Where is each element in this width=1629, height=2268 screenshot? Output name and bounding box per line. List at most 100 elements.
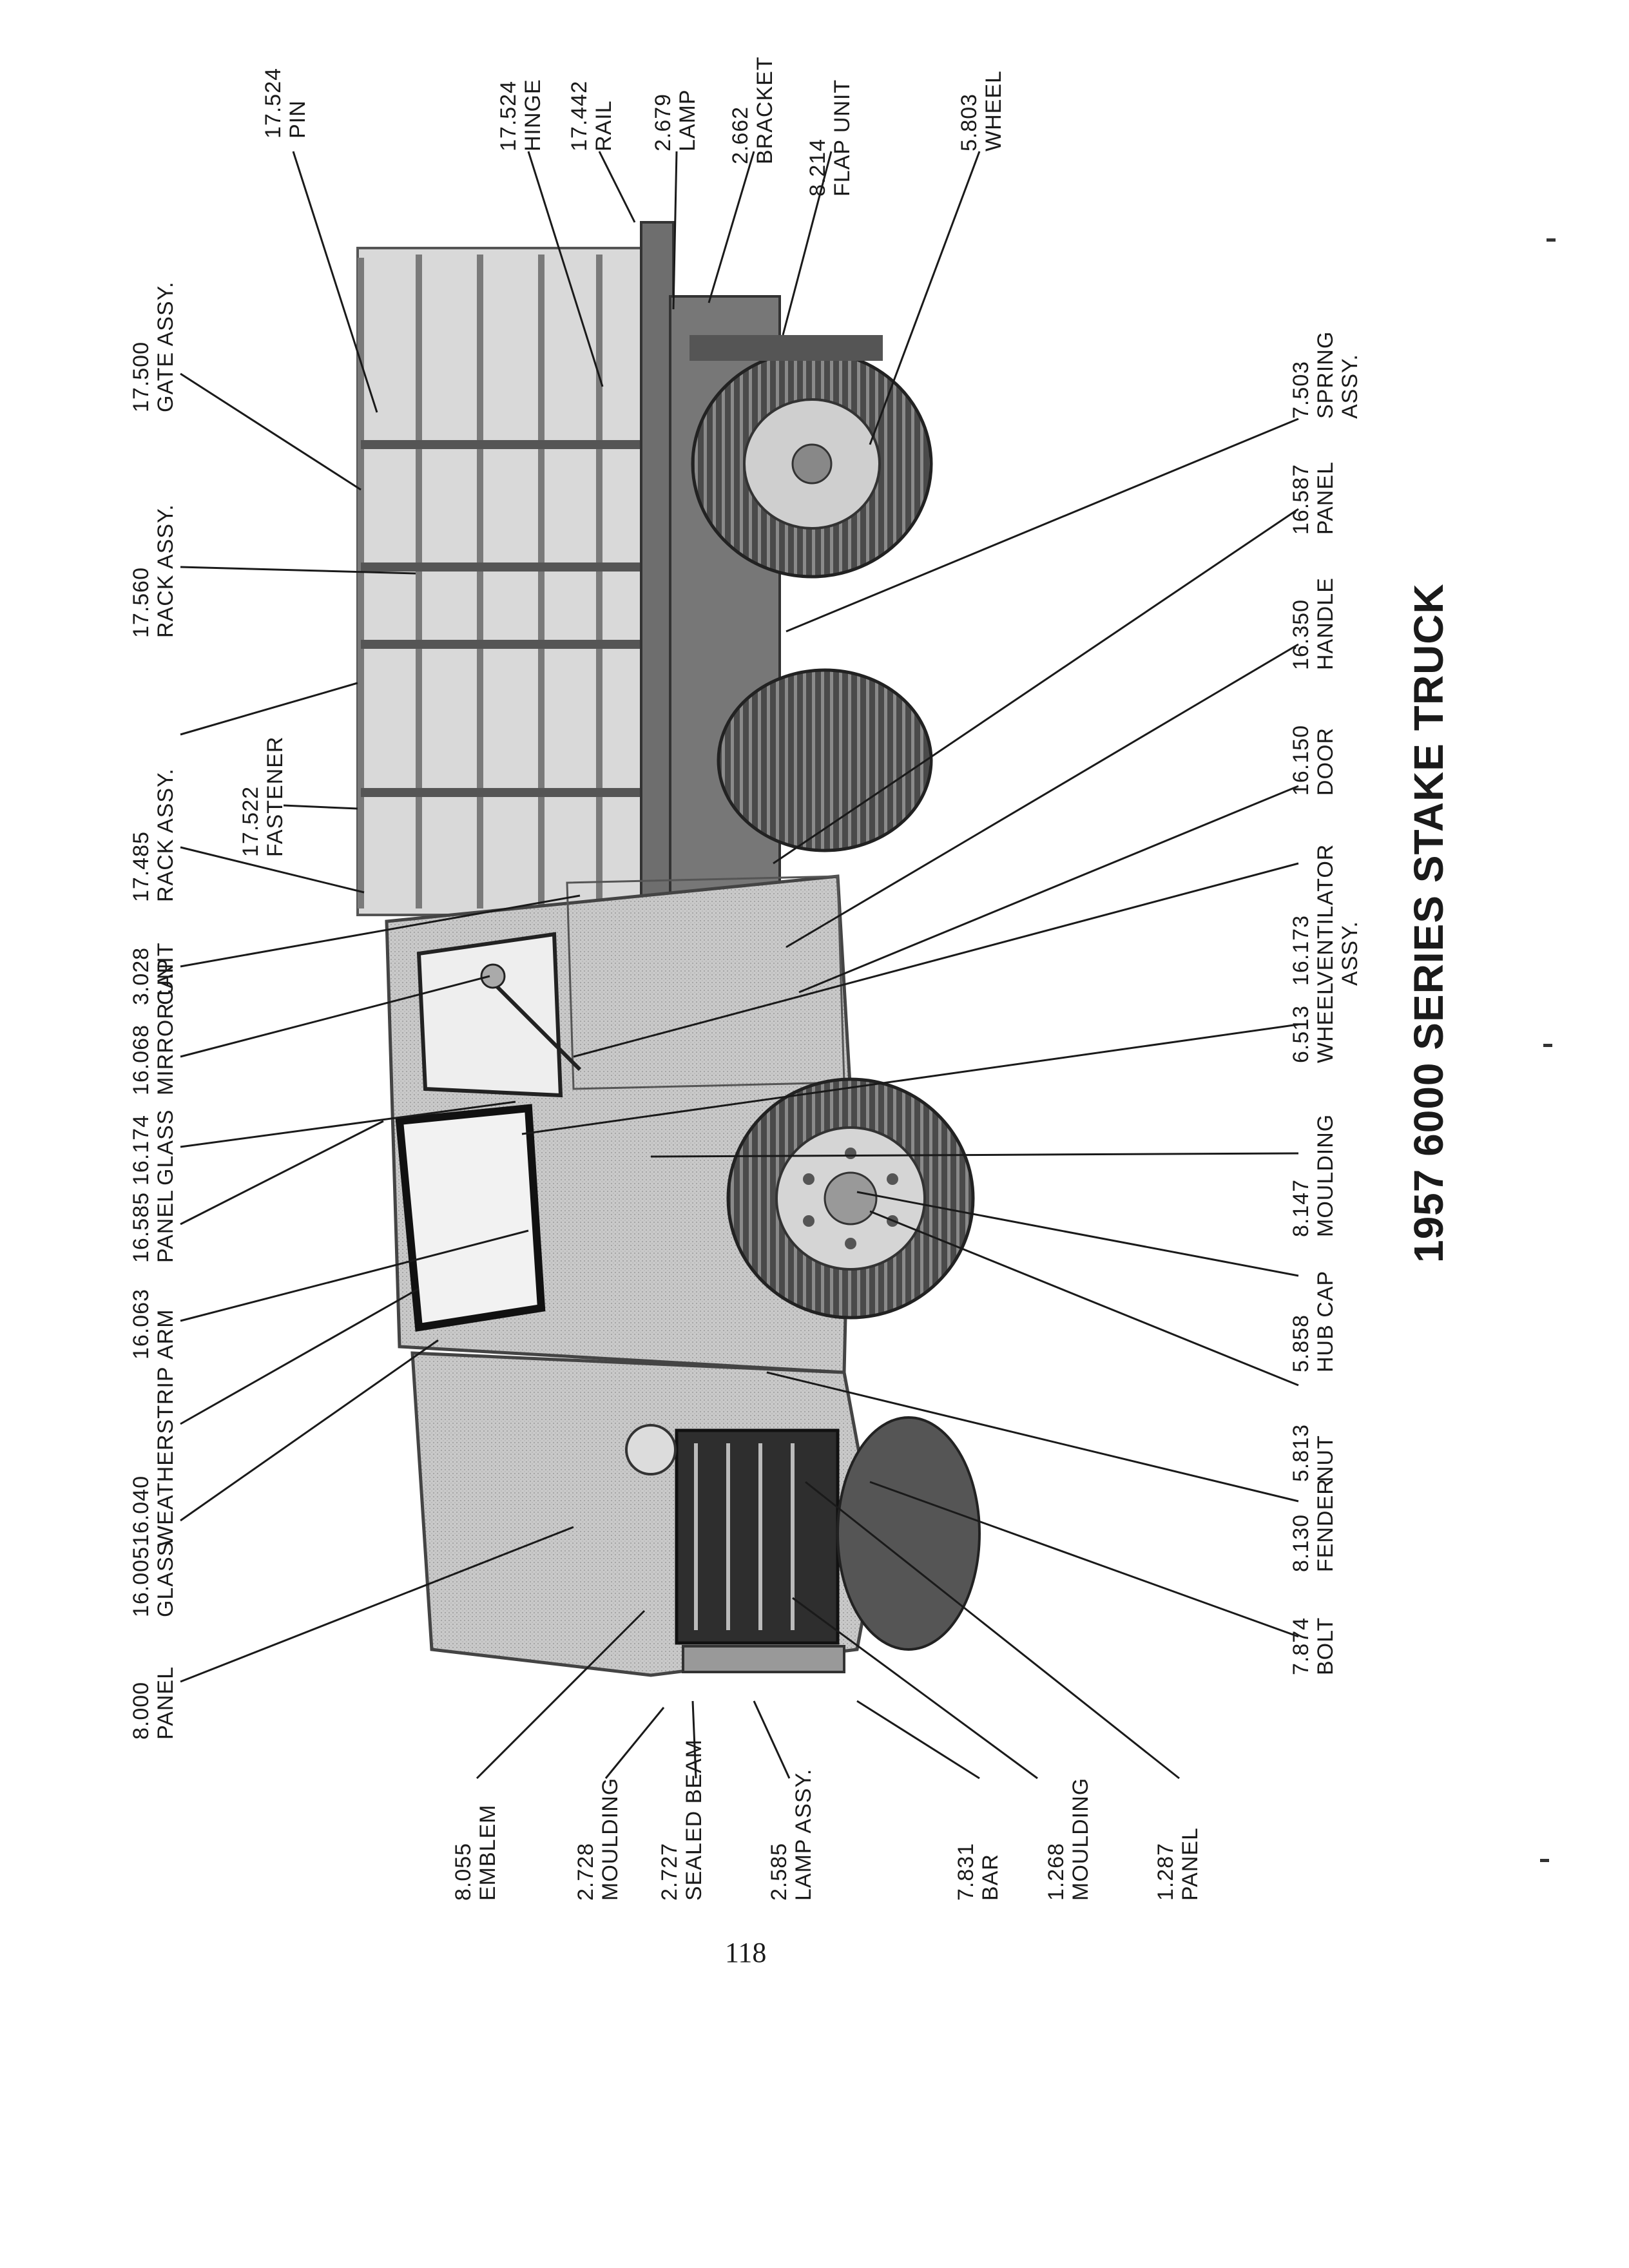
label-moulding-grille: 2.728 MOULDING — [574, 1778, 622, 1901]
part-number: 7.503 — [1289, 360, 1313, 419]
part-number: 2.662 — [728, 106, 753, 164]
part-number: 8.130 — [1289, 1514, 1313, 1572]
part-number: 16.063 — [129, 1289, 153, 1360]
part-number: 16.005 — [129, 1546, 153, 1617]
part-name: HINGE — [521, 79, 545, 151]
part-number: 16.040 — [129, 1475, 153, 1546]
label-fender: 8.130 FENDER — [1289, 1478, 1338, 1572]
label-panel-cowl: 16.585 PANEL — [129, 1189, 178, 1263]
part-number: 16.174 — [129, 1115, 153, 1186]
label-bar: 7.831 BAR — [954, 1843, 1003, 1901]
part-name: LAMP ASSY. — [791, 1768, 816, 1901]
part-name: VENTILATOR ASSY. — [1313, 843, 1362, 986]
part-name: BAR — [978, 1854, 1003, 1901]
label-ventilator-assy: 16.173 VENTILATOR ASSY. — [1289, 805, 1362, 986]
part-name: FASTENER — [263, 736, 287, 857]
part-number: 2.585 — [767, 1842, 791, 1901]
page-number: 118 — [725, 1937, 767, 1968]
cab — [385, 874, 853, 1374]
label-glass-windshield: 16.005 GLASS — [129, 1541, 178, 1617]
label-rack-assy-upper: 17.560 RACK ASSY. — [129, 504, 178, 638]
part-name: FLAP UNIT — [830, 79, 854, 197]
part-number: 8.000 — [129, 1681, 153, 1740]
part-number: 17.560 — [129, 567, 153, 638]
label-mirror-unit: 16.068 MIRROR UNIT — [129, 942, 178, 1095]
label-rail: 17.442 RAIL — [567, 81, 616, 151]
part-name: GLASS — [153, 1541, 178, 1617]
label-lamp: 2.679 LAMP — [651, 89, 700, 151]
part-number: 17.442 — [567, 81, 592, 151]
label-gate-assy: 17.500 GATE ASSY. — [129, 282, 178, 412]
part-number: 16.150 — [1289, 725, 1313, 796]
margin-tick — [1540, 1859, 1549, 1862]
stake-rack — [356, 221, 675, 923]
part-name: HUB CAP — [1313, 1270, 1338, 1372]
label-handle: 16.350 HANDLE — [1289, 577, 1338, 670]
label-hub-cap: 5.858 HUB CAP — [1289, 1271, 1338, 1372]
part-number: 8.055 — [451, 1842, 476, 1901]
part-name: NUT — [1313, 1435, 1338, 1482]
label-wheel-front: 6.513 WHEEL — [1289, 982, 1338, 1063]
label-moulding-fender: 8.147 MOULDING — [1289, 1114, 1338, 1237]
margin-tick — [1547, 238, 1556, 242]
part-number: 17.524 — [261, 68, 285, 139]
part-number: 1.287 — [1153, 1842, 1178, 1901]
label-wheel-rear: 5.803 WHEEL — [957, 70, 1006, 151]
part-number: 17.500 — [129, 341, 153, 412]
label-glass-door: 16.174 GLASS — [129, 1110, 178, 1186]
label-panel-grille: 1.287 PANEL — [1153, 1827, 1202, 1901]
margin-tick — [1543, 1044, 1552, 1047]
label-emblem: 8.055 EMBLEM — [451, 1804, 500, 1901]
part-name: HANDLE — [1313, 577, 1338, 670]
part-name: MOULDING — [598, 1777, 622, 1901]
part-number: 2.728 — [574, 1842, 598, 1901]
part-number: 2.727 — [657, 1842, 682, 1901]
front-end — [410, 1351, 878, 1677]
part-name: EMBLEM — [476, 1804, 500, 1901]
part-number: 7.831 — [954, 1842, 978, 1901]
label-arm: 16.063 ARM — [129, 1289, 178, 1360]
page-title: 1957 6000 SERIES STAKE TRUCK — [1405, 583, 1452, 1263]
label-fastener: 17.522 FASTENER — [238, 736, 287, 857]
part-name: SEALED BEAM — [682, 1739, 706, 1901]
part-number: 7.874 — [1289, 1617, 1313, 1675]
part-name: ARM — [153, 1309, 178, 1360]
part-name: BOLT — [1313, 1617, 1338, 1675]
part-number: 8.147 — [1289, 1178, 1313, 1237]
part-number: 16.350 — [1289, 599, 1313, 670]
part-name: FENDER — [1313, 1478, 1338, 1572]
label-sealed-beam: 2.727 SEALED BEAM — [657, 1733, 706, 1901]
part-number: 16.173 — [1289, 915, 1313, 986]
label-lamp-assy: 2.585 LAMP ASSY. — [767, 1769, 816, 1901]
front-wheel — [726, 1077, 975, 1320]
part-number: 8.214 — [805, 138, 830, 197]
part-name: MOULDING — [1068, 1777, 1093, 1901]
part-name: PANEL — [1313, 461, 1338, 535]
part-number: 16.585 — [129, 1192, 153, 1263]
label-panel-hood: 8.000 PANEL — [129, 1666, 178, 1740]
part-name: PANEL — [153, 1666, 178, 1740]
part-name: MIRROR UNIT — [153, 942, 178, 1095]
part-number: 17.485 — [129, 831, 153, 902]
label-pin: 17.524 PIN — [261, 68, 310, 139]
part-name: LAMP — [675, 89, 700, 151]
label-hinge: 17.524 HINGE — [496, 79, 545, 151]
part-number: 2.679 — [651, 93, 675, 151]
part-name: DOOR — [1313, 727, 1338, 796]
label-spring-assy: 7.503 SPRING ASSY. — [1289, 264, 1362, 419]
part-number: 5.858 — [1289, 1314, 1313, 1372]
part-name: MOULDING — [1313, 1113, 1338, 1237]
label-moulding-front: 1.268 MOULDING — [1044, 1778, 1093, 1901]
rear-wheels — [689, 335, 933, 852]
part-name: WHEEL — [981, 70, 1006, 151]
part-number: 6.513 — [1289, 1004, 1313, 1063]
part-number: 17.524 — [496, 81, 521, 151]
part-number: 1.268 — [1044, 1842, 1068, 1901]
part-number: 16.068 — [129, 1024, 153, 1095]
part-name: PANEL — [153, 1189, 178, 1263]
leader-lines — [180, 151, 1299, 1780]
label-bracket: 2.662 BRACKET — [728, 56, 777, 164]
label-flap-unit: 8.214 FLAP UNIT — [805, 79, 854, 197]
label-door: 16.150 DOOR — [1289, 725, 1338, 796]
